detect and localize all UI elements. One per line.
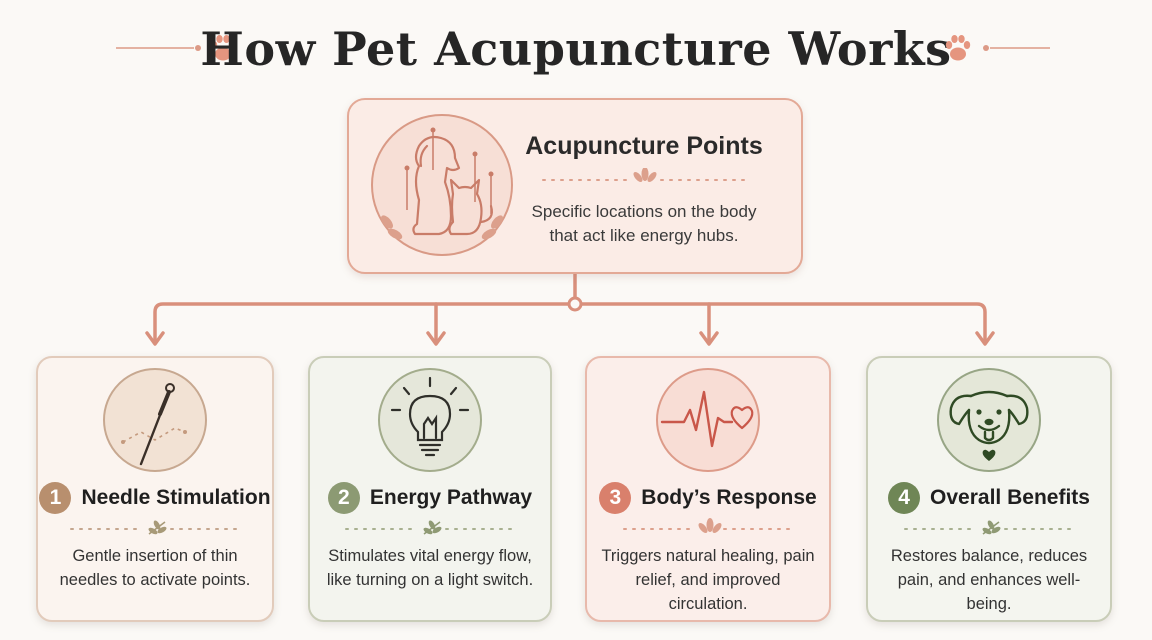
leaf-divider <box>904 520 1078 535</box>
step-title: Energy Pathway <box>369 486 533 509</box>
step-heading: 3 Body’s Response <box>587 482 829 514</box>
step-description: Restores balance, reduces pain, and enha… <box>890 547 1088 613</box>
step-card-needle-stimulation: 1 Needle Stimulation Gentle insertion of… <box>36 356 274 622</box>
step-card-overall-benefits: 4 Overall Benefits Restores balance, red… <box>866 356 1112 622</box>
step-number-badge: 2 <box>327 482 360 514</box>
step-title: Body’s Response <box>641 486 817 509</box>
step-number-badge: 3 <box>599 482 632 514</box>
lotus-divider <box>623 518 797 533</box>
step-heading: 1 Needle Stimulation <box>38 482 272 514</box>
step-description: Gentle insertion of thin needles to acti… <box>59 547 251 589</box>
step-number-badge: 1 <box>39 482 72 514</box>
step-heading: 2 Energy Pathway <box>310 482 550 514</box>
step-title: Overall Benefits <box>930 486 1090 509</box>
acupuncture-points-card: Acupuncture Points Specific locations on… <box>347 98 803 274</box>
needle-icon <box>103 368 207 472</box>
leaf-divider <box>345 520 519 535</box>
lotus-divider <box>542 168 748 182</box>
title-left-line <box>116 45 201 51</box>
page-title: How Pet Acupuncture Works <box>200 22 952 76</box>
pet-acupuncture-icon <box>371 114 513 256</box>
step-card-energy-pathway: 2 Energy Pathway Stimulates vital energy… <box>308 356 552 622</box>
step-number-badge: 4 <box>888 482 921 514</box>
leaf-divider <box>70 520 244 535</box>
step-description: Stimulates vital energy flow, like turni… <box>326 547 534 589</box>
paw-icon <box>210 35 236 61</box>
paw-icon <box>945 35 971 61</box>
title-right-line <box>983 45 1050 51</box>
step-title: Needle Stimulation <box>81 486 271 509</box>
happy-dog-icon <box>937 368 1041 472</box>
step-card-bodys-response: 3 Body’s Response Triggers natural heali… <box>585 356 831 622</box>
step-description: Triggers natural healing, pain relief, a… <box>601 547 815 613</box>
junction-node <box>567 296 583 312</box>
step-heading: 4 Overall Benefits <box>868 482 1110 514</box>
title-row: How Pet Acupuncture Works <box>0 10 1152 90</box>
lightbulb-icon <box>378 368 482 472</box>
heartbeat-icon <box>656 368 760 472</box>
acupuncture-points-title: Acupuncture Points <box>525 132 763 160</box>
acupuncture-points-description: Specific locations on the body that act … <box>531 202 757 245</box>
